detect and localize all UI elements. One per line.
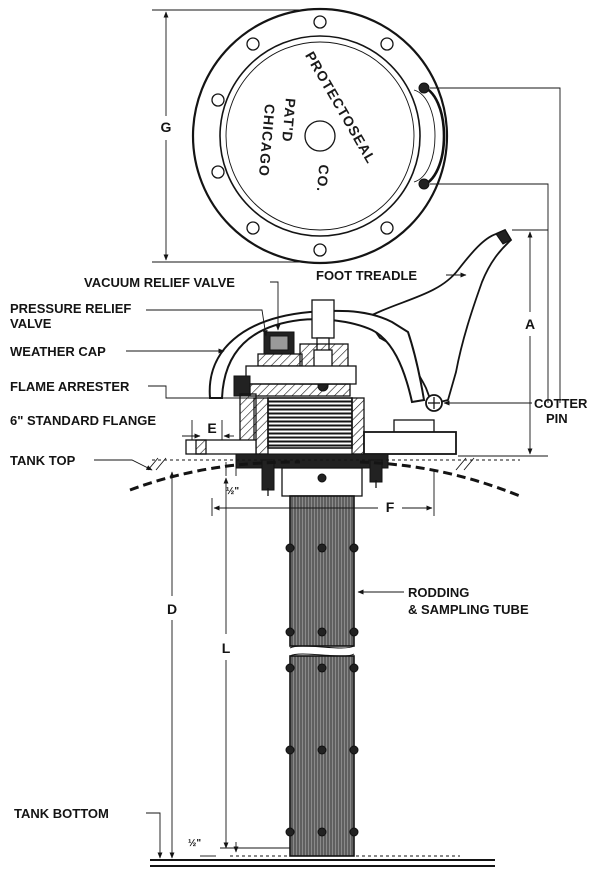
flame-arrester bbox=[253, 397, 365, 455]
dimension-a: A bbox=[458, 229, 548, 457]
label-tank-bottom: TANK BOTTOM bbox=[14, 806, 163, 859]
svg-text:TANK BOTTOM: TANK BOTTOM bbox=[14, 806, 109, 821]
cotter-pin-leaders bbox=[430, 87, 561, 403]
dim-e-label: E bbox=[207, 420, 216, 436]
label-tank-top: TANK TOP bbox=[10, 453, 153, 471]
dimension-f: F bbox=[211, 470, 435, 516]
top-view-cover: PROTECTOSEAL CO. PAT'D CHICAGO bbox=[191, 7, 449, 265]
standard-flange-bar bbox=[235, 453, 389, 496]
label-pressure-relief-valve: PRESSURE RELIEF VALVE bbox=[10, 301, 268, 337]
dim-half-inch-top-label: ½" bbox=[226, 486, 239, 497]
dimension-d: D bbox=[167, 471, 177, 859]
svg-text:VACUUM RELIEF VALVE: VACUUM RELIEF VALVE bbox=[84, 275, 235, 290]
svg-text:6" STANDARD FLANGE: 6" STANDARD FLANGE bbox=[10, 413, 156, 428]
svg-text:& SAMPLING TUBE: & SAMPLING TUBE bbox=[408, 602, 529, 617]
svg-text:COTTER: COTTER bbox=[534, 396, 588, 411]
dim-d-label: D bbox=[167, 601, 177, 617]
tube-rivets bbox=[285, 473, 359, 837]
valve-body bbox=[233, 365, 357, 397]
dimension-half-inch-top: ½" bbox=[225, 462, 239, 497]
dimension-half-inch-bottom: ½" bbox=[188, 838, 239, 857]
svg-text:VALVE: VALVE bbox=[10, 316, 52, 331]
stamp-patd: PAT'D bbox=[279, 98, 299, 144]
stamp-chicago: CHICAGO bbox=[256, 103, 278, 177]
dim-a-label: A bbox=[525, 316, 535, 332]
svg-text:TANK TOP: TANK TOP bbox=[10, 453, 76, 468]
stamp-co: CO. bbox=[314, 164, 332, 193]
svg-text:WEATHER CAP: WEATHER CAP bbox=[10, 344, 106, 359]
svg-text:FLAME ARRESTER: FLAME ARRESTER bbox=[10, 379, 130, 394]
left-flange bbox=[185, 393, 257, 461]
svg-text:FOOT TREADLE: FOOT TREADLE bbox=[316, 268, 417, 283]
rodding-sampling-tube bbox=[281, 467, 363, 857]
label-rodding-sampling-tube: RODDING & SAMPLING TUBE bbox=[357, 585, 529, 617]
svg-text:PIN: PIN bbox=[546, 411, 568, 426]
label-weather-cap: WEATHER CAP bbox=[10, 344, 225, 359]
svg-text:RODDING: RODDING bbox=[408, 585, 469, 600]
dimension-g: G bbox=[152, 9, 300, 263]
tank-bottom-floor bbox=[150, 855, 495, 867]
hinge-and-cotter-pin bbox=[363, 394, 457, 455]
dimension-e: E bbox=[182, 420, 234, 440]
dim-g-label: G bbox=[161, 119, 172, 135]
label-vacuum-relief-valve: VACUUM RELIEF VALVE bbox=[84, 275, 281, 331]
foot-treadle bbox=[364, 228, 513, 406]
pressure-relief-valve bbox=[257, 331, 303, 367]
dimension-l: L bbox=[220, 477, 290, 849]
hinge-bracket bbox=[413, 82, 446, 190]
label-standard-flange: 6" STANDARD FLANGE bbox=[10, 413, 156, 428]
dim-l-label: L bbox=[222, 640, 231, 656]
dim-f-label: F bbox=[386, 499, 395, 515]
label-flame-arrester: FLAME ARRESTER bbox=[10, 379, 262, 399]
label-foot-treadle: FOOT TREADLE bbox=[316, 268, 467, 283]
stamp-protectoseal: PROTECTOSEAL bbox=[302, 49, 379, 167]
svg-text:PRESSURE RELIEF: PRESSURE RELIEF bbox=[10, 301, 131, 316]
label-cotter-pin: COTTER PIN bbox=[443, 396, 588, 426]
dim-half-inch-bottom-label: ½" bbox=[188, 838, 201, 849]
flange-bolt-holes bbox=[211, 15, 394, 257]
